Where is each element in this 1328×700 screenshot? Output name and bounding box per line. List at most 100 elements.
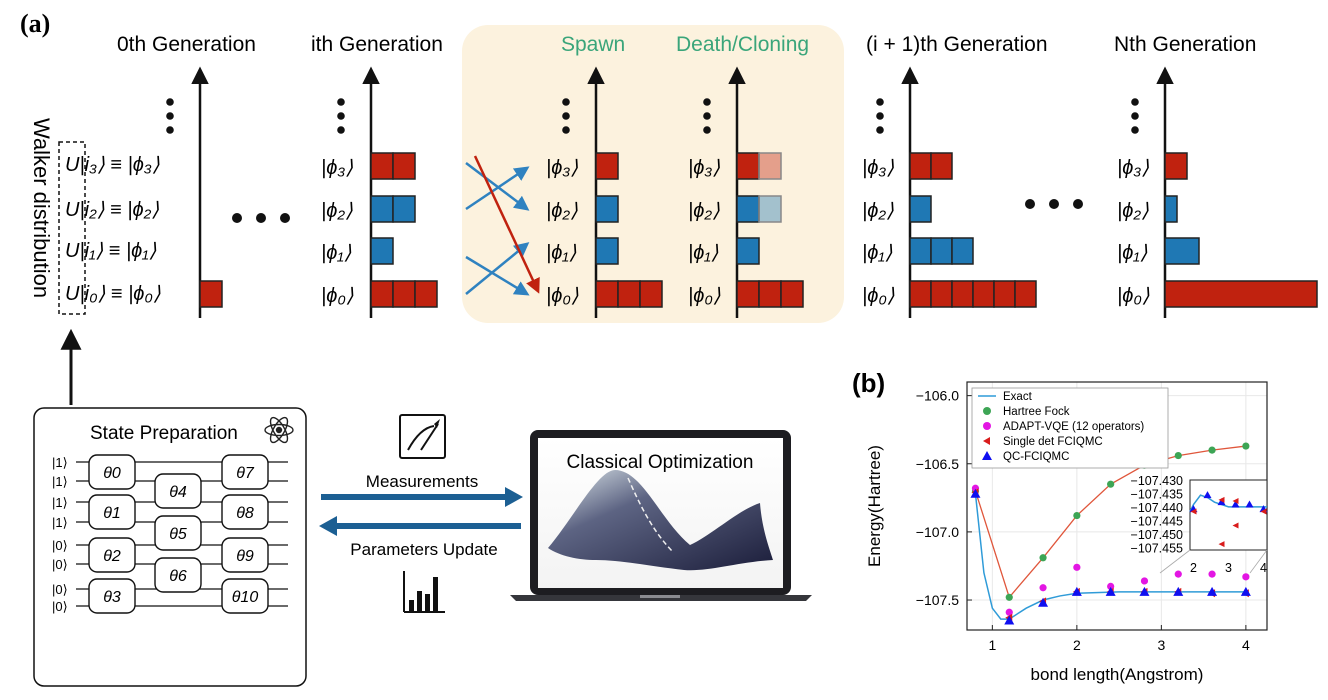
walker-bar-segment (595, 195, 619, 223)
vertical-ellipsis-dot (337, 126, 345, 134)
vertical-ellipsis-dot (876, 126, 884, 134)
qubit-input-label: |0⟩ (52, 538, 68, 553)
walker-bar-segment (1014, 280, 1037, 308)
data-point (1240, 586, 1251, 596)
walker-bar-segment (930, 237, 953, 265)
walker-bar (1164, 237, 1200, 265)
legend-box (971, 387, 1169, 469)
parameters-arrowhead (319, 516, 337, 536)
qubit-input-label: |1⟩ (52, 455, 68, 470)
gate-label: θ0 (103, 465, 121, 482)
inset-data-point (1190, 508, 1197, 515)
walker-bar-segment (736, 237, 760, 265)
data-point (1105, 586, 1116, 596)
state-preparation-title: State Preparation (90, 423, 238, 444)
inset-x-tick-label: 4 (1260, 561, 1267, 575)
walker-bar-segment (909, 195, 932, 223)
gate-label: θ1 (103, 505, 121, 522)
data-point (1107, 582, 1115, 590)
state-def-3: U|i₃⟩ ≡ |ϕ₃⟩ (65, 154, 160, 176)
walker-bar-segment (758, 280, 782, 308)
walker-bar-segment (951, 237, 974, 265)
inset-data-point (1203, 491, 1212, 499)
x-tick-label: 1 (988, 637, 996, 653)
vertical-ellipsis-dot (337, 98, 345, 106)
walker-bar-segment (930, 280, 953, 308)
y-tick-label: −106.5 (916, 456, 959, 472)
legend-label: Exact (1003, 391, 1033, 403)
vertical-ellipsis-dot (562, 112, 570, 120)
ellipsis-dots (232, 199, 1083, 223)
walker-bar (1164, 152, 1188, 180)
spawn-arrow-2-to-3 (465, 166, 530, 211)
legend-swatch (983, 437, 990, 445)
data-point (1242, 573, 1250, 581)
walker-bar-segment (595, 280, 619, 308)
ellipsis-dot (232, 213, 242, 223)
walker-bar-segment (595, 152, 619, 180)
ansatz-circuit: |1⟩|1⟩|1⟩|1⟩|0⟩|0⟩|0⟩|0⟩θ0θ1θ2θ3θ4θ5θ6θ7… (52, 454, 288, 614)
vertical-ellipsis-dot (703, 98, 711, 106)
panel-b-label: (b) (852, 368, 885, 398)
spawn-arrow-1-to-0 (465, 255, 530, 296)
vertical-ellipsis-dot (337, 112, 345, 120)
state-label: |ϕ₀⟩ (862, 285, 895, 307)
data-point (1005, 608, 1013, 616)
death-cloning-title: Death/Cloning (676, 33, 809, 56)
spawn-title: Spawn (561, 33, 625, 56)
gate-box (154, 473, 202, 509)
gate-label: θ2 (103, 548, 121, 565)
gate-label: θ10 (232, 589, 259, 606)
data-point (1039, 584, 1047, 592)
state-definitions: U|i₃⟩ ≡ |ϕ₃⟩ U|i₂⟩ ≡ |ϕ₂⟩ U|i₁⟩ ≡ |ϕ₁⟩ U… (65, 154, 161, 305)
generation-column: |ϕ₃⟩|ϕ₂⟩|ϕ₁⟩|ϕ₀⟩ (321, 66, 438, 318)
walker-bar-segment (639, 280, 663, 308)
vertical-ellipsis-dot (166, 126, 174, 134)
state-label: |ϕ₂⟩ (862, 200, 894, 222)
parameters-update-label: Parameters Update (350, 540, 497, 559)
legend-label: Single det FCIQMC (1003, 436, 1103, 448)
ellipsis-dot (1049, 199, 1059, 209)
ellipsis-dot (1073, 199, 1083, 209)
walker-bar (1164, 280, 1318, 308)
x-tick-label: 4 (1242, 637, 1250, 653)
gate-box (88, 494, 136, 530)
measurement-icon (399, 414, 446, 459)
gate-label: θ7 (236, 465, 255, 482)
inset-data-point (1218, 496, 1225, 503)
qubit-input-label: |0⟩ (52, 582, 68, 597)
y-tick-label: −107.0 (916, 524, 959, 540)
data-point (1073, 563, 1081, 571)
data-point (1139, 586, 1150, 596)
walker-bar-segment (370, 237, 394, 265)
qubit-input-label: |0⟩ (52, 599, 68, 614)
panel-a-label: (a) (20, 9, 50, 38)
state-label: |ϕ₂⟩ (321, 200, 353, 222)
walker-bar-segment (370, 195, 394, 223)
generation-titles: 0th Generation ith Generation Spawn Deat… (117, 33, 1256, 56)
spawn-arrow-3-to-0 (473, 155, 540, 294)
walker-bar-segment (736, 280, 760, 308)
qubit-input-label: |1⟩ (52, 515, 68, 530)
state-def-1: U|i₁⟩ ≡ |ϕ₁⟩ (65, 240, 157, 262)
walker-bar-segment (758, 195, 782, 223)
x-tick-label: 2 (1073, 637, 1081, 653)
vertical-ellipsis-dot (166, 98, 174, 106)
walker-bar-segment (758, 152, 782, 180)
walker-bar-segment (370, 280, 394, 308)
generation-column: |ϕ₃⟩|ϕ₂⟩|ϕ₁⟩|ϕ₀⟩ (1117, 66, 1318, 318)
y-axis-label: Energy(Hartree) (865, 445, 884, 567)
walker-bar-segment (414, 280, 438, 308)
generation-column: |ϕ₃⟩|ϕ₂⟩|ϕ₁⟩|ϕ₀⟩ (862, 66, 1037, 318)
geni1-title: (i + 1)th Generation (866, 33, 1048, 56)
data-point (1107, 480, 1115, 488)
walker-bar-segment (199, 280, 223, 308)
data-point (1174, 570, 1182, 578)
generation-column: |ϕ₃⟩|ϕ₂⟩|ϕ₁⟩|ϕ₀⟩ (688, 66, 804, 318)
gate-box (221, 494, 269, 530)
walker-distribution-label: Walker distribution (29, 118, 54, 298)
data-point (1071, 586, 1082, 596)
inset-y-tick-label: −107.450 (1131, 528, 1184, 542)
